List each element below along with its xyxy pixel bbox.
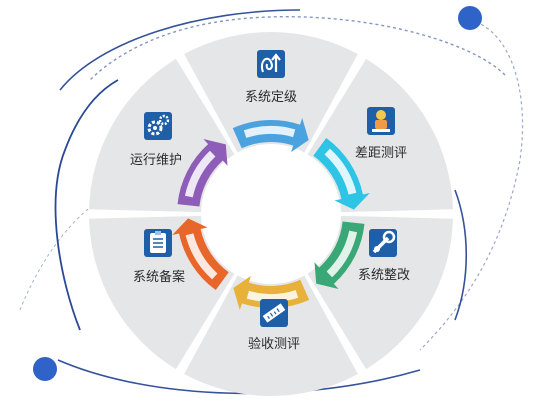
wrench-gear-icon bbox=[369, 229, 397, 257]
stage-label-2: 差距测评 bbox=[355, 146, 407, 161]
cycle-arrow-highlight-2 bbox=[324, 148, 357, 195]
segment-1 bbox=[184, 31, 358, 153]
stage-label-1: 系统定级 bbox=[245, 90, 297, 105]
cycle-arrow-4 bbox=[233, 275, 310, 311]
gears-icon bbox=[144, 112, 172, 140]
segment-4 bbox=[184, 275, 358, 397]
growth-arrow-icon bbox=[257, 50, 285, 78]
cycle-arrow-highlight-6 bbox=[184, 150, 216, 198]
stage-label-6: 运行维护 bbox=[130, 153, 182, 168]
cycle-arrow-1 bbox=[232, 117, 309, 153]
accent-dot-top-right bbox=[458, 6, 482, 30]
accent-dot-bottom-left bbox=[33, 357, 57, 381]
stage-label-3: 系统整改 bbox=[358, 268, 410, 283]
cycle-arrow-highlight-1 bbox=[243, 126, 296, 138]
icon-tiles bbox=[144, 50, 397, 327]
stage-label-5: 系统备案 bbox=[133, 269, 185, 285]
cycle-arrow-highlight-5 bbox=[185, 233, 218, 280]
cycle-arrow-highlight-3 bbox=[326, 230, 358, 278]
inspector-worker-icon bbox=[367, 107, 395, 135]
ruler-icon bbox=[260, 299, 288, 327]
clipboard-checklist-icon bbox=[144, 229, 172, 257]
orbit-decoration bbox=[19, 9, 524, 395]
stage-label-4: 验收测评 bbox=[248, 336, 300, 352]
stage-labels: 系统定级 差距测评 系统整改 验收测评 系统备案 运行维护 bbox=[130, 90, 410, 352]
